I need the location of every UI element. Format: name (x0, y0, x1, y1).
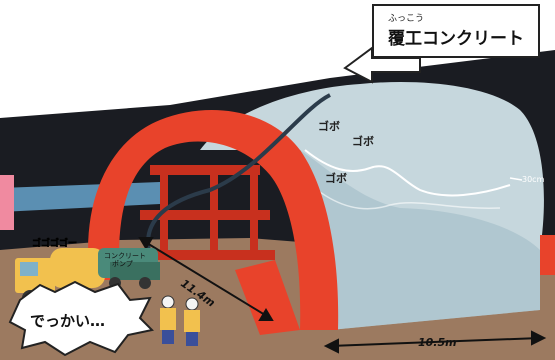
sfx-gobo-2: ゴボ (352, 134, 374, 148)
cement-truck (15, 248, 105, 306)
inner-scaffold (135, 165, 275, 260)
thickness-marker (509, 177, 523, 181)
width-label: 10.5m (418, 336, 457, 349)
pump-hose (146, 93, 331, 256)
speech-bubble (8, 280, 155, 357)
thickness-label: 30cm (522, 175, 545, 184)
callout-box: ふっこう 覆工コンクリート (372, 4, 540, 58)
callout-ruby: ふっこう (388, 14, 425, 24)
access-ramp (235, 260, 300, 335)
width-dimension (323, 330, 547, 354)
truck-label-line1: コンクリート (104, 252, 146, 260)
worker-left (160, 295, 176, 344)
truck-label-line2: ポンプ (112, 260, 133, 268)
steel-form-arch (88, 110, 339, 330)
sfx-gogogo: ゴゴゴゴー (32, 237, 77, 249)
fill-line (304, 149, 511, 197)
callout-title: 覆工コンクリート (388, 29, 524, 49)
sfx-gobo-1: ゴボ (318, 119, 340, 133)
sfx-gobo-3: ゴボ (325, 171, 347, 185)
side-accent (0, 175, 14, 230)
right-support (540, 235, 555, 275)
worker-right (184, 297, 200, 346)
length-dimension (138, 237, 274, 321)
speech-bubble-text: でっかい… (30, 312, 106, 330)
lining-shade (300, 150, 540, 330)
fill-line-2 (299, 174, 501, 210)
